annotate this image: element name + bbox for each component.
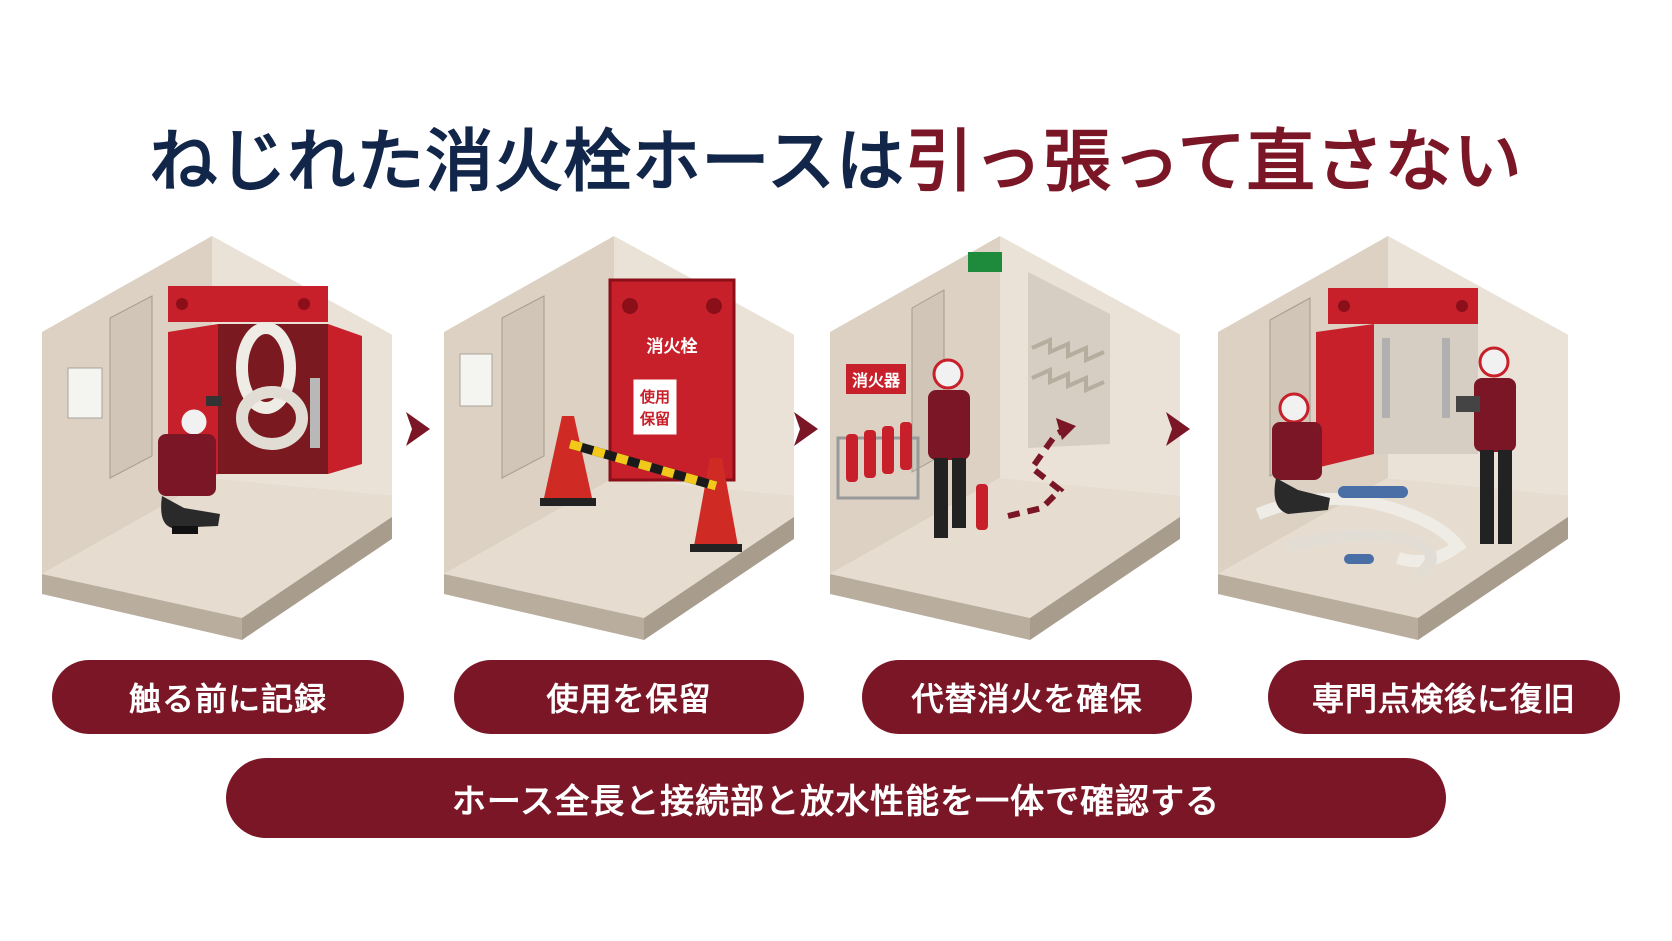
scene-secure-alternative-extinguishing: 消火器 xyxy=(830,236,1180,640)
title-part-2: 引っ張って直さない xyxy=(905,123,1523,202)
extinguisher-sign-text: 消火器 xyxy=(852,371,901,390)
title-part-1: ねじれた消火栓ホースは xyxy=(149,123,905,202)
scene-restore-after-inspection xyxy=(1218,236,1568,640)
step-1-label: 触る前に記録 xyxy=(128,680,327,718)
summary-banner-text: ホース全長と接続部と放水性能を一体で確認する xyxy=(451,781,1221,822)
step-4-restore-after-inspection: 専門点検後に復旧 xyxy=(1268,660,1620,734)
arrow-step-2-to-3-icon xyxy=(794,412,818,446)
step-1-record-before-touching: 触る前に記録 xyxy=(52,660,404,734)
step-4-label: 専門点検後に復旧 xyxy=(1311,680,1576,718)
step-3-secure-alternative: 代替消火を確保 xyxy=(862,660,1192,734)
step-2-hold-use: 使用を保留 xyxy=(454,660,804,734)
hold-tag-line-1: 使用 xyxy=(639,388,670,406)
scene-hold-use: 消火栓 使用 保留 xyxy=(444,236,794,640)
arrow-step-1-to-2-icon xyxy=(406,412,430,446)
page-title: ねじれた消火栓ホースは引っ張って直さない xyxy=(0,118,1672,208)
hydrant-sign-text: 消火栓 xyxy=(647,336,698,357)
hold-tag-line-2: 保留 xyxy=(639,410,670,428)
summary-banner: ホース全長と接続部と放水性能を一体で確認する xyxy=(226,758,1446,838)
arrow-step-3-to-4-icon xyxy=(1166,412,1190,446)
scene-record-before-touching xyxy=(42,236,392,640)
step-2-label: 使用を保留 xyxy=(546,680,712,718)
step-3-label: 代替消火を確保 xyxy=(911,680,1143,718)
